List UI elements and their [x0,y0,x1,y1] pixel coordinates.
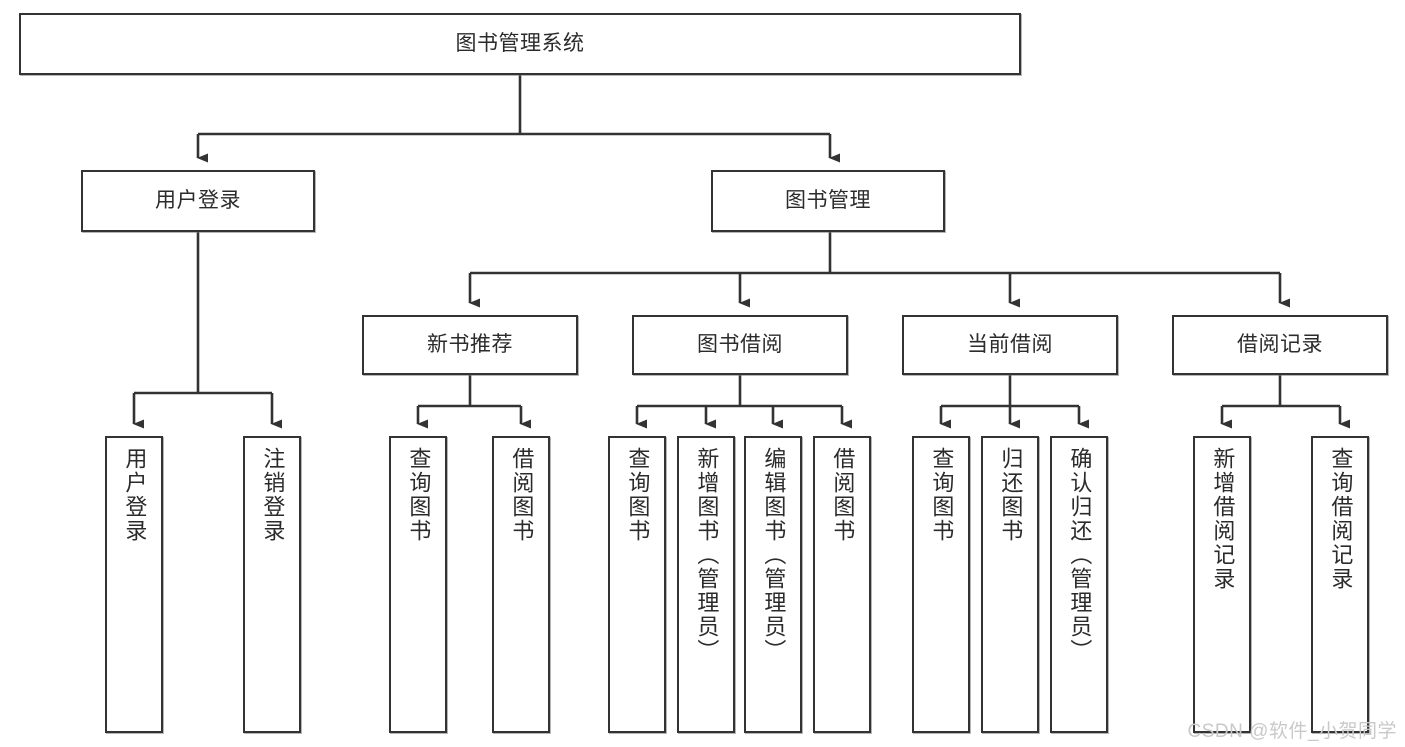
node-user-login-label: 用户登录 [155,189,241,213]
node-leaf-borrow-book-1-label: 借阅图书 [509,447,535,543]
node-leaf-return-book-label: 归还图书 [998,447,1024,543]
node-book-manage-label: 图书管理 [785,189,871,213]
node-current-borrow[interactable]: 当前借阅 [902,315,1118,375]
node-book-borrow[interactable]: 图书借阅 [632,315,848,375]
node-leaf-borrow-book-1[interactable]: 借阅图书 [492,436,550,733]
node-leaf-user-login-label: 用户登录 [122,447,148,543]
node-leaf-query-book-3-label: 查询图书 [929,447,955,543]
node-leaf-add-record-label: 新增借阅记录 [1210,447,1236,591]
node-borrow-record-label: 借阅记录 [1237,333,1323,357]
node-book-borrow-label: 图书借阅 [697,333,783,357]
node-leaf-query-record[interactable]: 查询借阅记录 [1311,436,1369,733]
node-root-label: 图书管理系统 [455,32,585,56]
watermark-text: CSDN @软件_小贺同学 [1187,721,1397,742]
node-leaf-add-record[interactable]: 新增借阅记录 [1193,436,1251,733]
node-current-borrow-label: 当前借阅 [967,333,1053,357]
node-leaf-return-book[interactable]: 归还图书 [981,436,1039,733]
node-leaf-edit-book-label: 编辑图书（管理员） [761,447,787,663]
node-new-book-recommend[interactable]: 新书推荐 [362,315,578,375]
node-user-login[interactable]: 用户登录 [81,170,315,232]
node-leaf-query-book-1-label: 查询图书 [406,447,432,543]
node-leaf-add-book[interactable]: 新增图书（管理员） [677,436,735,733]
node-leaf-logout-label: 注销登录 [260,447,286,543]
node-leaf-edit-book[interactable]: 编辑图书（管理员） [744,436,802,733]
node-borrow-record[interactable]: 借阅记录 [1172,315,1388,375]
node-leaf-logout[interactable]: 注销登录 [243,436,301,733]
node-new-book-recommend-label: 新书推荐 [427,333,513,357]
node-leaf-query-book-3[interactable]: 查询图书 [912,436,970,733]
node-book-manage[interactable]: 图书管理 [711,170,945,232]
node-leaf-confirm-return[interactable]: 确认归还（管理员） [1050,436,1108,733]
node-leaf-query-book-1[interactable]: 查询图书 [389,436,447,733]
node-leaf-user-login[interactable]: 用户登录 [105,436,163,733]
node-leaf-add-book-label: 新增图书（管理员） [694,447,720,663]
node-root[interactable]: 图书管理系统 [19,13,1021,75]
node-leaf-query-record-label: 查询借阅记录 [1328,447,1354,591]
node-leaf-borrow-book-2[interactable]: 借阅图书 [813,436,871,733]
node-leaf-confirm-return-label: 确认归还（管理员） [1067,447,1093,663]
node-leaf-borrow-book-2-label: 借阅图书 [830,447,856,543]
node-leaf-query-book-2-label: 查询图书 [625,447,651,543]
node-leaf-query-book-2[interactable]: 查询图书 [608,436,666,733]
